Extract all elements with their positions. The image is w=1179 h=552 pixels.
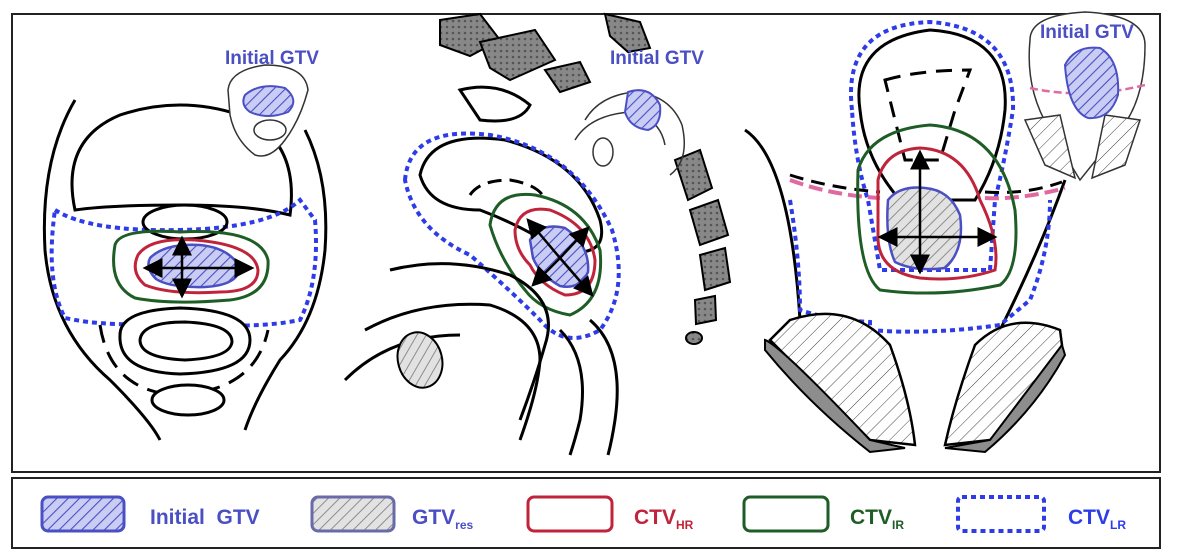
sagittal-spine-3 (545, 62, 590, 92)
legend-swatch-gtv-res (312, 497, 394, 531)
sagittal-inset-gtv (625, 90, 660, 130)
legend: Initial GTV GTVres CTVHR CTVIR CTVLR (42, 497, 1126, 532)
axial-panel: Initial GTV (44, 48, 325, 440)
sagittal-ribbon (460, 87, 530, 121)
legend-swatch-initial-gtv (42, 497, 124, 531)
legend-ctv-ir-sub: IR (892, 518, 904, 532)
legend-gtv-res-sub: res (455, 518, 473, 532)
coronal-left-side (745, 130, 800, 333)
sagittal-rectum-2 (590, 320, 617, 455)
legend-label-ctv-hr: CTVHR (634, 506, 694, 532)
coronal-gtv (887, 188, 961, 270)
legend-swatch-ctv-ir (744, 497, 828, 531)
legend-label-ctv-ir: CTVIR (850, 506, 904, 532)
sagittal-rectum-1 (560, 330, 583, 455)
axial-sacrum (152, 385, 224, 415)
sagittal-sacrum-2 (690, 200, 728, 245)
legend-ctv-lr-sub: LR (1110, 518, 1126, 532)
axial-cervix-outline (143, 205, 227, 239)
sagittal-sacrum-4 (695, 296, 716, 324)
sagittal-coccyx (686, 332, 702, 344)
axial-gtv (148, 245, 240, 287)
sagittal-sacrum-1 (675, 150, 712, 200)
axial-gtv-label: Initial GTV (225, 48, 319, 69)
sagittal-sacrum-3 (700, 248, 730, 290)
sagittal-inset-ring (593, 138, 613, 166)
legend-swatch-ctv-hr (528, 497, 612, 531)
coronal-black-dash-left (790, 175, 880, 192)
axial-inset-rectum (254, 120, 286, 140)
legend-ctv-lr-main: CTV (1068, 506, 1110, 529)
legend-gtv-res-main: GTV (412, 506, 455, 529)
sagittal-bowel-2 (365, 304, 540, 440)
legend-ctv-hr-sub: HR (676, 518, 694, 532)
legend-label-initial-gtv: Initial GTV (150, 506, 260, 529)
axial-inset-gtv (243, 86, 293, 116)
legend-swatch-ctv-lr (958, 497, 1044, 531)
coronal-panel: Initial GTV (745, 12, 1145, 452)
sagittal-spine-4 (605, 14, 650, 52)
legend-ctv-ir-main: CTV (850, 506, 892, 529)
legend-ctv-hr-main: CTV (634, 506, 676, 529)
coronal-right-side (1000, 180, 1065, 330)
legend-label-gtv-res: GTVres (412, 506, 474, 532)
legend-label-ctv-lr: CTVLR (1068, 506, 1126, 532)
sagittal-panel: Initial GTV (345, 14, 730, 455)
coronal-gtv-label: Initial GTV (1040, 22, 1134, 43)
coronal-inset: Initial GTV (1025, 12, 1145, 180)
sagittal-gtv-label: Initial GTV (610, 48, 704, 69)
